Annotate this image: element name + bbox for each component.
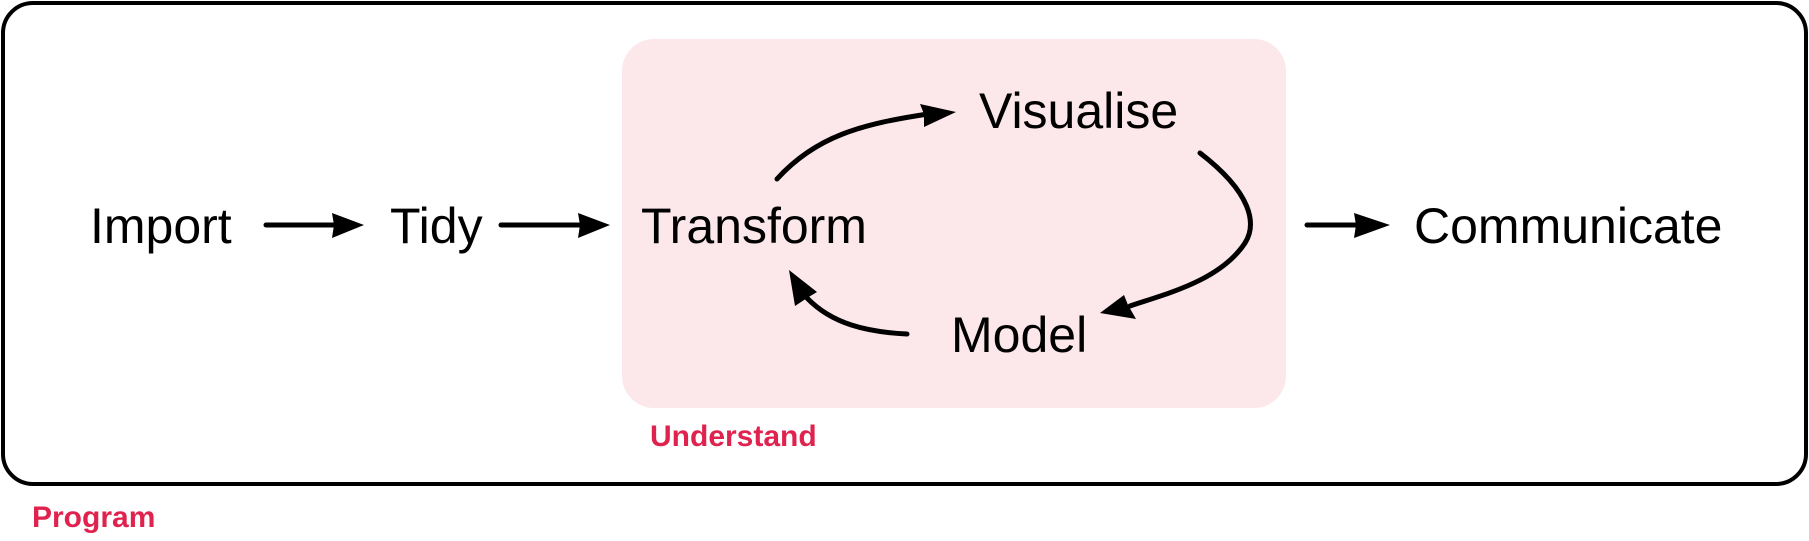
node-model: Model [951,307,1087,363]
arrow-import-to-tidy [263,213,364,238]
arrow-visualise-to-model [1100,150,1253,319]
node-import: Import [90,198,232,254]
understand-label: Understand [650,420,817,453]
arrow-tidy-to-transform [498,213,610,238]
program-label: Program [32,501,155,534]
arrow-to-communicate [1304,213,1390,238]
arrow-model-to-transform [789,270,910,337]
node-tidy: Tidy [390,198,483,254]
arrow-transform-to-visualise [774,104,956,182]
node-transform: Transform [641,198,867,254]
node-visualise: Visualise [979,83,1178,139]
node-communicate: Communicate [1414,198,1722,254]
